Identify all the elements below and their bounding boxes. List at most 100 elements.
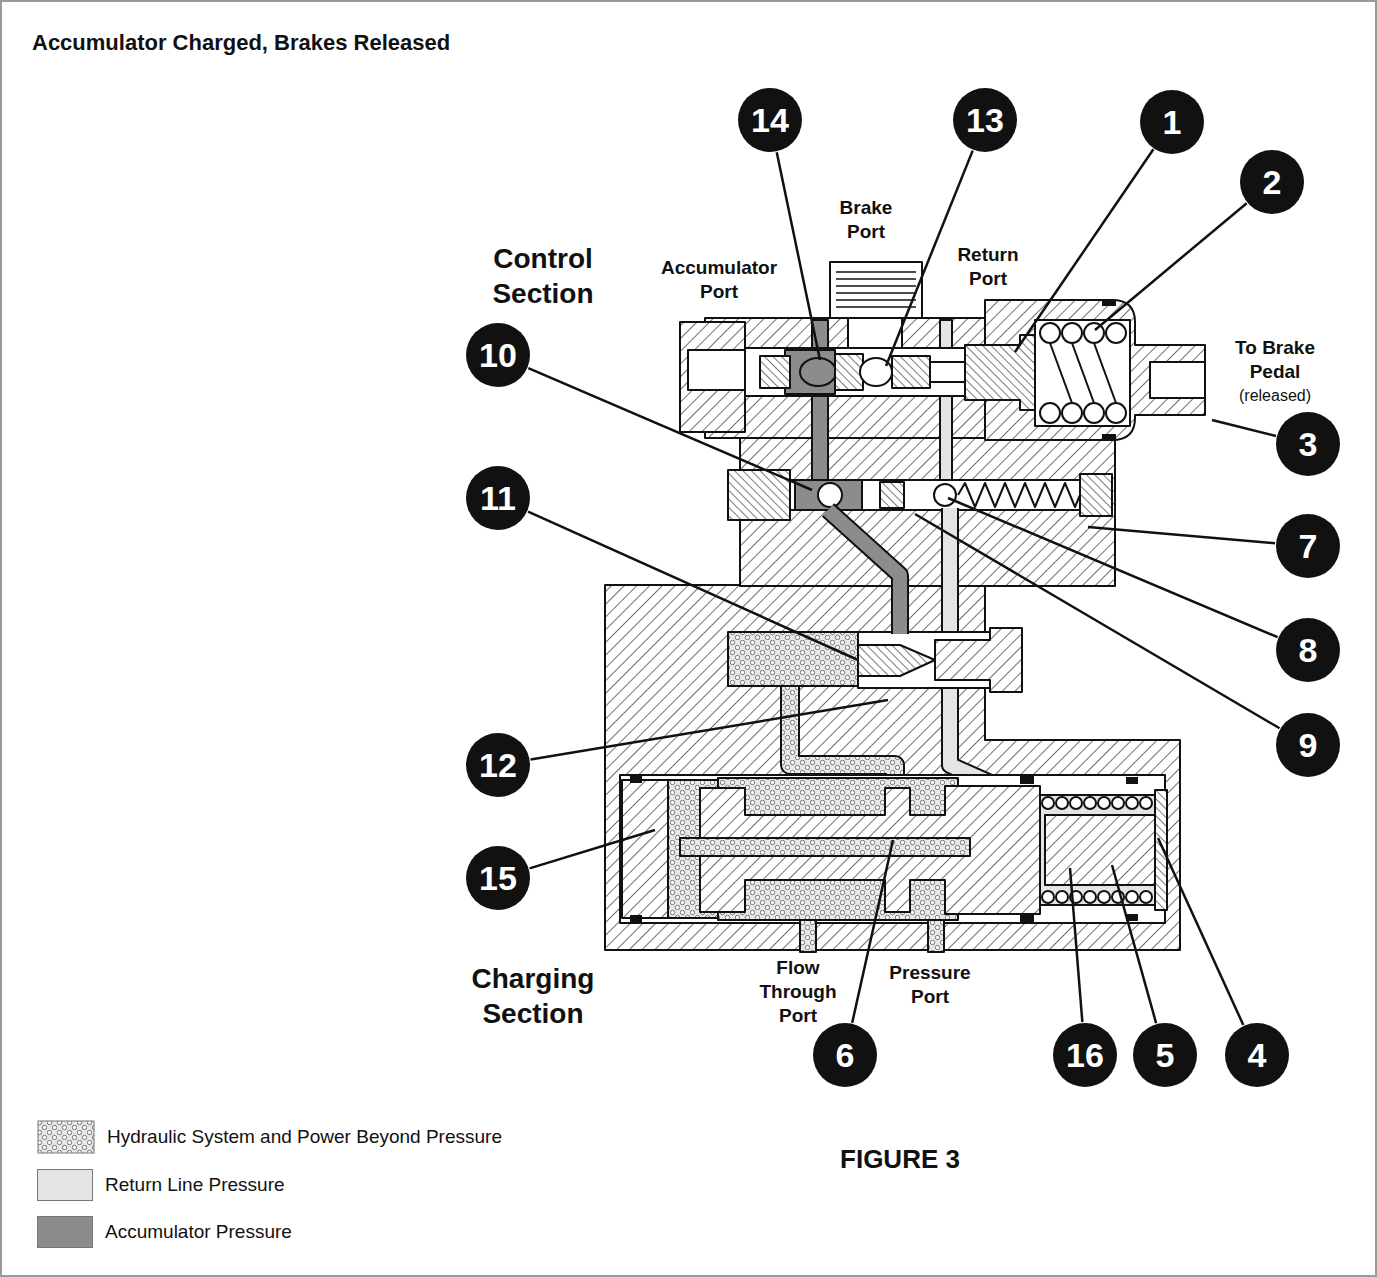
leader-line (948, 498, 1278, 637)
valve-part (1080, 474, 1112, 516)
part-label: Accumulator Port (649, 256, 789, 304)
leader-line (528, 368, 812, 490)
valve-part (1042, 797, 1054, 809)
callout-number: 12 (479, 746, 517, 785)
valve-part (800, 920, 816, 952)
valve-part (1042, 891, 1054, 903)
valve-part (688, 350, 748, 390)
valve-part (745, 348, 980, 396)
part-label: Pressure Port (875, 961, 985, 1009)
callout-number: 2 (1263, 163, 1282, 202)
valve-part (605, 262, 1205, 952)
callout-circle: 13 (953, 88, 1017, 152)
valve-part (1050, 343, 1072, 403)
valve-part (880, 482, 904, 508)
valve-part (1126, 797, 1138, 809)
leader-line (528, 512, 858, 660)
part-label: Flow Through Port (748, 956, 848, 1027)
leader-line (915, 514, 1280, 728)
valve-part (1084, 891, 1096, 903)
legend-swatch (37, 1120, 95, 1154)
part-label: To Brake Pedal (1215, 336, 1335, 384)
valve-part (728, 632, 858, 686)
leader-line (1158, 838, 1243, 1025)
callout-circle: 4 (1225, 1023, 1289, 1087)
legend-item: Return Line Pressure (37, 1168, 285, 1202)
valve-part (836, 285, 916, 287)
legend-text: Accumulator Pressure (105, 1221, 292, 1243)
callout-number: 13 (966, 101, 1004, 140)
callout-circle: 15 (466, 846, 530, 910)
valve-part (812, 320, 828, 482)
valve-part (1045, 815, 1155, 885)
valve-part (1102, 434, 1116, 440)
valve-part (1056, 797, 1068, 809)
callout-number: 6 (836, 1036, 855, 1075)
valve-part (1126, 777, 1138, 784)
valve-part (835, 354, 863, 390)
valve-part (1112, 797, 1124, 809)
valve-part (1084, 403, 1104, 423)
legend-text: Return Line Pressure (105, 1174, 285, 1196)
callout-number: 15 (479, 859, 517, 898)
valve-part (605, 585, 1180, 950)
valve-part (680, 838, 970, 856)
legend-item: Accumulator Pressure (37, 1215, 292, 1249)
valve-part (1098, 797, 1110, 809)
valve-part (1062, 323, 1082, 343)
valve-part (1040, 403, 1060, 423)
callout-circle: 3 (1276, 412, 1340, 476)
valve-part (928, 920, 944, 952)
leader-line (852, 840, 893, 1023)
callout-circle: 9 (1276, 713, 1340, 777)
valve-part (828, 510, 900, 634)
valve-part (1150, 362, 1205, 398)
valve-part (1094, 343, 1116, 403)
valve-part (1042, 797, 1152, 903)
callout-circle: 11 (466, 466, 530, 530)
part-label: Control Section (463, 241, 623, 311)
valve-part (1035, 320, 1130, 426)
valve-part (630, 915, 642, 922)
callout-number: 7 (1299, 527, 1318, 566)
valve-part (1106, 323, 1126, 343)
valve-part (1056, 891, 1068, 903)
callout-circle: 8 (1276, 618, 1340, 682)
callout-circle: 12 (466, 733, 530, 797)
part-label: Brake Port (830, 196, 902, 244)
callout-circle: 6 (813, 1023, 877, 1087)
valve-part (1040, 323, 1126, 423)
valve-part (1020, 776, 1034, 784)
callout-circle: 14 (738, 88, 802, 152)
figure-title: Accumulator Charged, Brakes Released (32, 30, 450, 56)
leader-line (1015, 149, 1153, 352)
valve-part (1070, 797, 1082, 809)
valve-part (935, 628, 1022, 692)
valve-part (836, 271, 916, 273)
callout-circle: 1 (1140, 90, 1204, 154)
valve-part (790, 684, 895, 785)
valve-part (836, 278, 916, 280)
callout-circle: 10 (466, 323, 530, 387)
valve-part (836, 299, 916, 301)
valve-part (622, 780, 668, 918)
leader-line (1212, 420, 1276, 436)
valve-part (958, 483, 1080, 507)
figure-caption: FIGURE 3 (750, 1144, 1050, 1175)
part-label: (released) (1225, 386, 1325, 406)
callout-number: 5 (1156, 1036, 1175, 1075)
callout-number: 11 (480, 479, 516, 518)
leader-line (1095, 203, 1247, 330)
callout-circle: 7 (1276, 514, 1340, 578)
legend-swatch (37, 1169, 93, 1201)
valve-part (1106, 403, 1126, 423)
valve-part (818, 483, 842, 507)
valve-part (1140, 797, 1152, 809)
legend-item: Hydraulic System and Power Beyond Pressu… (37, 1120, 502, 1154)
callout-number: 8 (1299, 631, 1318, 670)
valve-part (1155, 790, 1167, 910)
valve-part (858, 645, 935, 676)
callout-circle: 2 (1240, 150, 1304, 214)
